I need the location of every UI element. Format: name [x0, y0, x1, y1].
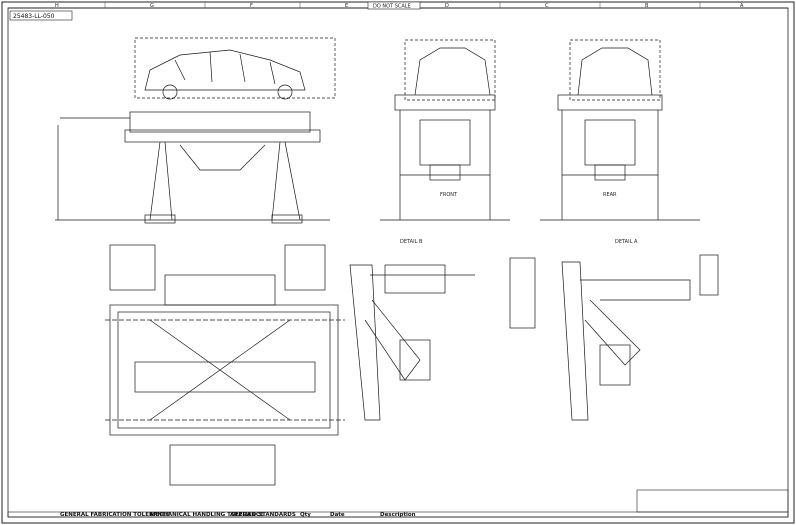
grid-letter-d: D	[445, 3, 449, 9]
drawing-number: 25483-LL-050	[13, 13, 55, 20]
detail-a-label: DETAIL A	[615, 239, 638, 245]
rear-view-label: REAR	[603, 192, 617, 198]
inner-border	[7, 7, 789, 518]
grid-letter-c: C	[545, 3, 549, 9]
title-block-cell-4: Qty	[300, 512, 311, 518]
title-block-cell-1: GENERAL FABRICATION TOLERANCE	[60, 512, 170, 518]
title-block-cell-2: MECHANICAL HANDLING TOLERANCE	[150, 512, 264, 518]
top-grid-ruler: H G F E D C B A DO NOT SCALE	[8, 1, 788, 10]
grid-letter-a: A	[740, 3, 744, 9]
title-block-cell-5: Date	[330, 512, 345, 518]
title-block	[7, 489, 789, 518]
detail-a	[561, 254, 719, 421]
detail-b	[349, 257, 536, 421]
grid-letter-g: G	[150, 3, 154, 9]
scale-note-box	[367, 1, 421, 10]
front-view-fixture	[380, 39, 510, 221]
scale-note: DO NOT SCALE	[373, 4, 411, 10]
front-view-label: FRONT	[440, 192, 458, 198]
rear-view-fixture	[540, 39, 700, 221]
grid-letter-b: B	[645, 3, 649, 9]
grid-letter-f: F	[250, 3, 253, 9]
grid-letter-e: E	[345, 3, 348, 9]
plan-view-fixture	[105, 244, 345, 486]
detail-b-label: DETAIL B	[400, 239, 423, 245]
side-view-car-fixture	[55, 37, 336, 224]
drawing-number-box	[9, 10, 73, 21]
title-block-cell-3: APPLIED STANDARDS	[230, 512, 296, 518]
title-block-cell-6: Description	[380, 512, 416, 518]
grid-letter-h: H	[55, 3, 59, 9]
